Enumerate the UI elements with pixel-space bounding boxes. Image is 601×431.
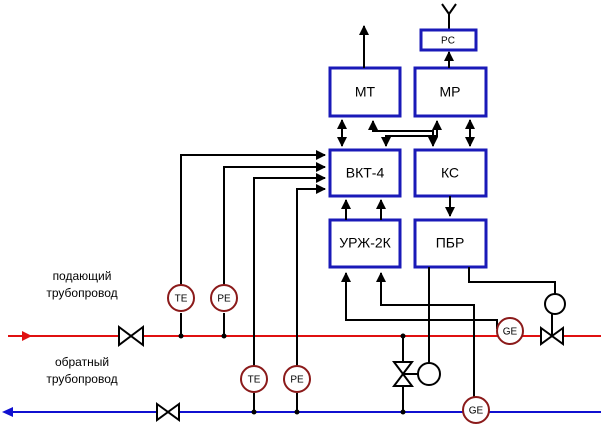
return-pipe: [2, 407, 601, 417]
pe-supply-label: PE: [217, 294, 231, 305]
te-supply-wire: [180, 150, 326, 287]
return-flow-arrow: [2, 407, 13, 417]
mr-block: [413, 66, 488, 118]
ge-return-wire: [376, 272, 475, 402]
ge-supply-label: GE: [503, 327, 518, 338]
pe-return-sensor: [283, 365, 311, 393]
vkt4-label: ВКТ-4: [346, 165, 385, 181]
te-return-sensor: [240, 365, 268, 393]
pe-return-label: PE: [290, 375, 304, 386]
pc-block: [419, 28, 478, 52]
mr-label: МР: [440, 84, 461, 100]
mt-ks-link: [368, 120, 438, 147]
ks-label: КС: [441, 165, 459, 181]
mt-label: МТ: [355, 84, 376, 100]
pbr-block: [413, 218, 488, 269]
urzh2k-label: УРЖ-2К: [339, 235, 391, 251]
return-pipe-label-2: трубопровод: [46, 372, 117, 386]
pe-supply-wire: [223, 162, 326, 287]
supply-pipe-label-1: подающий: [53, 269, 112, 283]
antenna-icon: [441, 3, 457, 30]
actuator-right-icon: [544, 293, 566, 315]
urzh2k-block: [328, 218, 402, 269]
ge-supply-sensor: [496, 317, 524, 345]
pe-supply-sensor: [210, 284, 238, 312]
ge-return-sensor: [462, 396, 490, 424]
vkt4-block: [328, 148, 402, 198]
mt-block: [328, 66, 402, 118]
supply-pipe-label-2: трубопровод: [46, 286, 117, 300]
supply-flow-arrow: [22, 331, 32, 341]
pc-label: PC: [441, 36, 455, 47]
te-supply-sensor: [167, 284, 195, 312]
te-return-label: TE: [248, 375, 261, 386]
actuator-bypass-icon: [417, 362, 441, 386]
te-return-wire: [253, 173, 326, 367]
return-pipe-label-1: обратный: [55, 355, 109, 369]
pbr-to-right-valve-wire: [468, 267, 556, 294]
ge-return-label: GE: [469, 406, 484, 417]
ge-supply-wire: [341, 272, 498, 329]
mr-vkt-link: [381, 120, 442, 147]
return-valve-icon: [156, 402, 180, 422]
control-valve-right-icon: [540, 293, 566, 346]
pbr-label: ПБР: [436, 235, 465, 251]
te-supply-label: TE: [175, 294, 188, 305]
bypass-valve-icon: [392, 333, 441, 415]
pe-return-wire: [296, 184, 326, 367]
supply-valve-icon: [118, 325, 144, 347]
ks-block: [413, 148, 488, 198]
